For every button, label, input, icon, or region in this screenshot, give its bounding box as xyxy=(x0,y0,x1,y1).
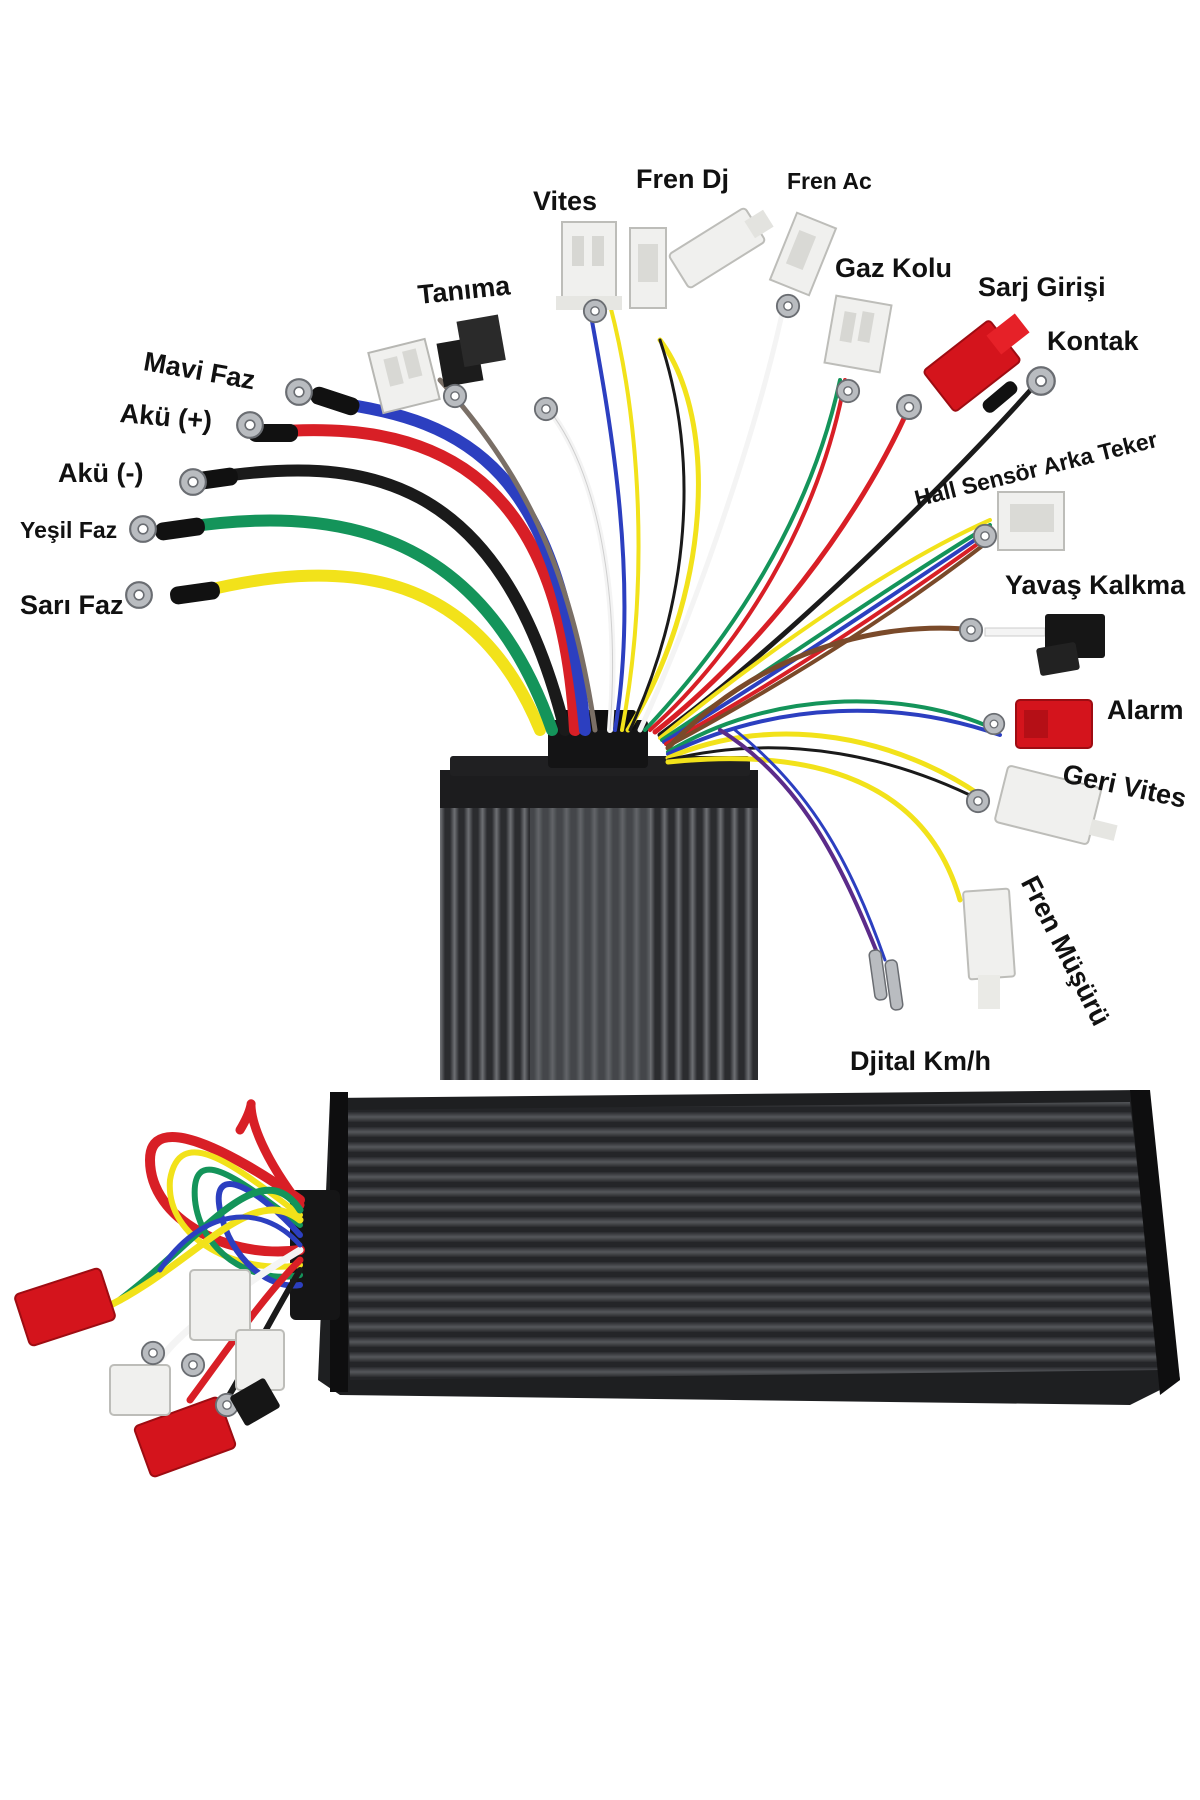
label-sarj-girisi: Sarj Girişi xyxy=(978,272,1106,302)
label-kontak: Kontak xyxy=(1047,326,1139,356)
label-fren-ac: Fren Ac xyxy=(787,168,872,194)
ring-terminal-icon xyxy=(958,617,984,643)
label-aku-eksi: Akü (-) xyxy=(58,458,144,488)
ring-terminal-icon xyxy=(236,411,264,439)
ring-terminal-icon xyxy=(140,1340,166,1366)
connector-plug-icon xyxy=(109,1269,285,1416)
label-yesil-faz: Yeşil Faz xyxy=(20,517,118,543)
ring-terminal-icon xyxy=(775,293,801,319)
wire-sari-faz xyxy=(194,569,546,736)
label-vites: Vites xyxy=(533,186,598,216)
connector-plug-icon xyxy=(1036,614,1105,676)
ring-terminal-icon xyxy=(896,394,922,420)
connectors-bottom xyxy=(14,1267,285,1478)
connector-plug-icon xyxy=(962,887,1016,1009)
ring-terminal-icon xyxy=(125,581,153,609)
label-gaz-kolu: Gaz Kolu xyxy=(835,253,953,283)
label-fren-dj: Fren Dj xyxy=(636,164,730,194)
ring-terminal-icon xyxy=(965,788,991,814)
ring-terminal-icon xyxy=(972,523,998,549)
ring-terminal-icon xyxy=(129,515,157,543)
connector-plug-icon xyxy=(1015,699,1093,749)
ring-terminal-icon xyxy=(180,1352,206,1378)
ring-terminal-icon xyxy=(982,712,1006,736)
connector-plug-icon xyxy=(923,313,1030,412)
connector-plug-icon xyxy=(768,211,838,297)
connector-plug-icon xyxy=(436,314,506,388)
connector-plug-icon xyxy=(629,227,667,309)
wire-yesil-faz xyxy=(174,514,558,736)
connector-plug-icon xyxy=(14,1267,116,1347)
ring-terminal-icon xyxy=(582,298,608,324)
connector-plug-icon xyxy=(997,491,1065,551)
connector-plug-icon xyxy=(556,221,622,310)
ring-terminal-icon xyxy=(533,396,559,422)
connector-plug-icon xyxy=(994,765,1118,845)
label-dijital-kmh: Djital Km/h xyxy=(850,1046,992,1076)
wire-aku-eksi xyxy=(204,464,571,736)
label-yavas-kalkma: Yavaş Kalkma xyxy=(1005,570,1186,600)
controller-top xyxy=(440,710,758,1080)
wire-aku-arti xyxy=(264,424,581,736)
ring-terminal-icon xyxy=(442,383,468,409)
bullet-terminal-icon xyxy=(868,949,904,1011)
wire-harness-top xyxy=(174,297,1038,962)
label-sari-faz: Sarı Faz xyxy=(20,590,124,620)
connector-plug-icon xyxy=(230,1378,280,1426)
ring-terminal-icon xyxy=(285,378,313,406)
ring-terminal-icon xyxy=(835,378,861,404)
connector-plug-icon xyxy=(133,1396,237,1478)
connector-plug-icon xyxy=(823,294,893,374)
ring-terminal-icon xyxy=(179,468,207,496)
ring-terminal-icon xyxy=(1026,366,1056,396)
label-alarm: Alarm xyxy=(1107,695,1184,725)
connector-plug-icon xyxy=(668,207,774,289)
connector-plug-icon xyxy=(367,337,441,415)
terminals-top xyxy=(125,207,1118,1011)
controller-bottom xyxy=(290,1090,1180,1405)
